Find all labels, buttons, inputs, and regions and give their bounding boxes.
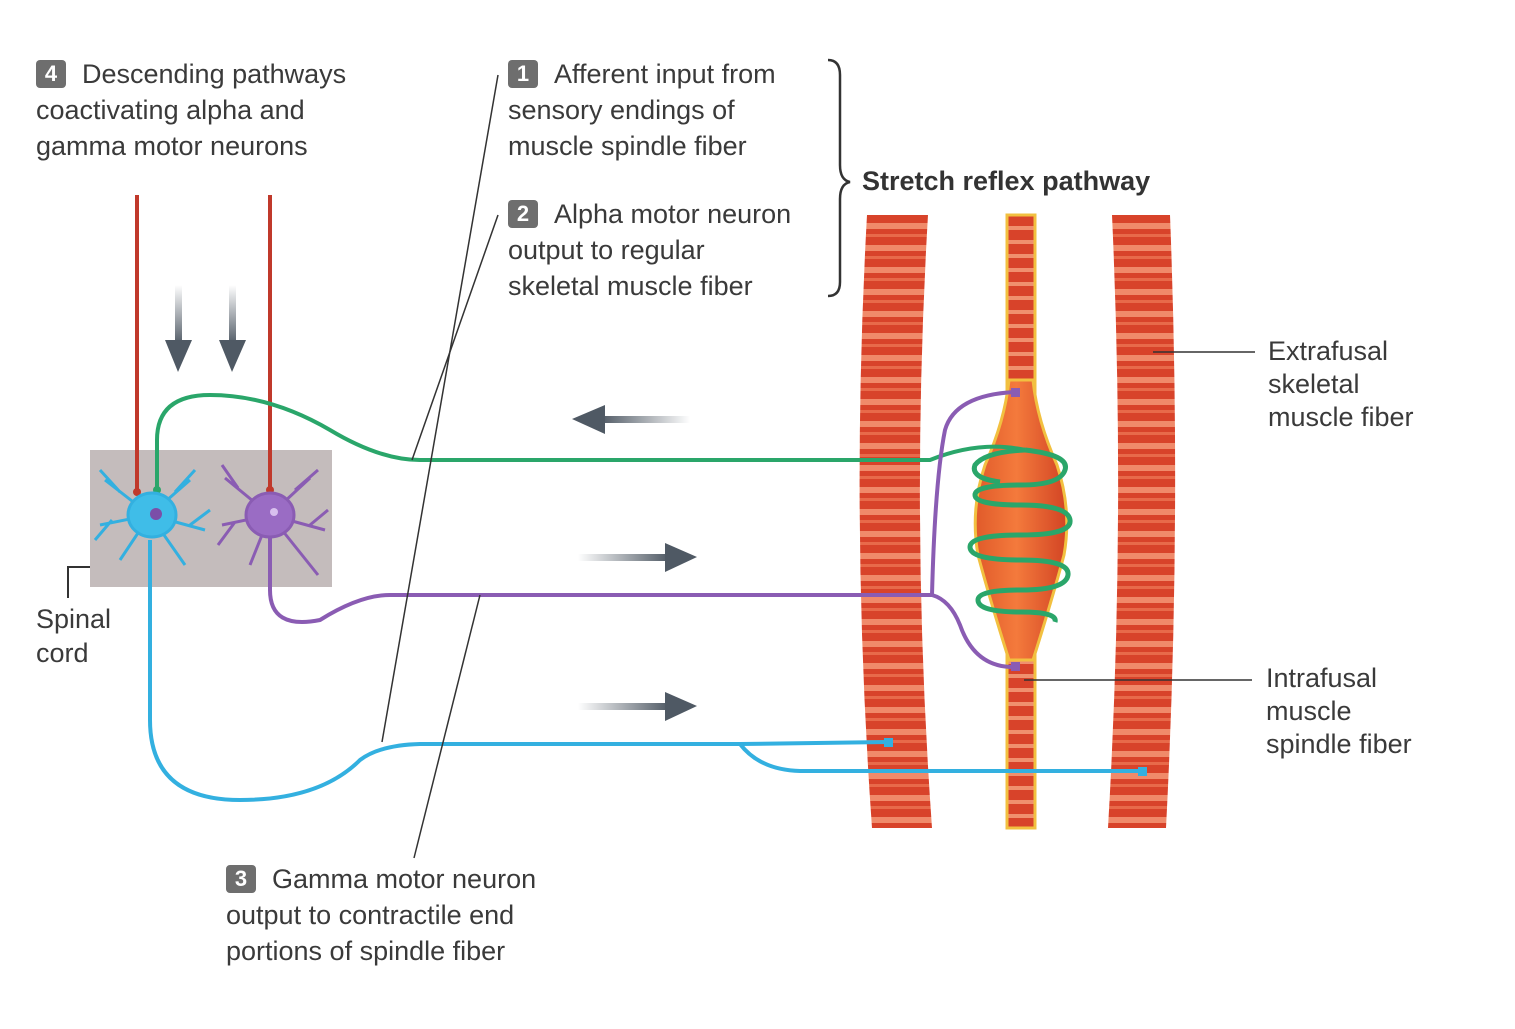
- intrafusal-line3: spindle fiber: [1266, 729, 1412, 759]
- alpha-terminal-upper: [1011, 388, 1020, 397]
- stretch-reflex-title: Stretch reflex pathway: [862, 166, 1151, 196]
- intrafusal-line1: Intrafusal: [1266, 663, 1378, 693]
- step4-line3: gamma motor neurons: [36, 131, 308, 161]
- gamma-fiber-branch: [738, 742, 1142, 773]
- gamma-direction-arrow: [578, 692, 697, 721]
- extrafusal-line2: skeletal: [1268, 369, 1360, 399]
- spinal-cord-leader-line: [67, 566, 90, 598]
- alpha-direction-arrow: [578, 543, 697, 572]
- step2-line1: Alpha motor neuron: [554, 199, 792, 229]
- step3-label: 3 Gamma motor neuron output to contractil…: [226, 861, 536, 969]
- extrafusal-line1: Extrafusal: [1268, 336, 1389, 366]
- afferent-direction-arrow: [572, 405, 690, 434]
- intrafusal-label: Intrafusal muscle spindle fiber: [1266, 662, 1412, 761]
- descending-arrows: [165, 285, 246, 372]
- intrafusal-line2: muscle: [1266, 696, 1352, 726]
- step1-leader-line: [381, 74, 499, 743]
- step1-number: 1: [508, 60, 538, 88]
- spinal-cord-line2: cord: [36, 638, 89, 668]
- step2-number: 2: [508, 200, 538, 228]
- afferent-coil: [967, 447, 1073, 623]
- step4-line1: Descending pathways: [82, 59, 347, 89]
- step4-line2: coactivating alpha and: [36, 95, 305, 125]
- afferent-fiber: [155, 392, 1026, 490]
- step3-line2: output to contractile end: [226, 900, 515, 930]
- step2-line3: skeletal muscle fiber: [508, 271, 753, 301]
- stretch-reflex-bracket: [827, 58, 851, 298]
- gamma-motor-neuron-body: [93, 468, 211, 566]
- spinal-cord-label: Spinal cord: [36, 602, 111, 670]
- step1-line3: muscle spindle fiber: [508, 131, 747, 161]
- step3-line1: Gamma motor neuron: [272, 864, 537, 894]
- gamma-terminal-left: [884, 738, 893, 747]
- step2-line2: output to regular: [508, 235, 705, 265]
- step4-number: 4: [36, 60, 66, 88]
- step2-label: 2 Alpha motor neuron output to regular sk…: [508, 196, 791, 304]
- extrafusal-fiber-left: [859, 215, 932, 828]
- step3-number: 3: [226, 865, 256, 893]
- alpha-fiber-branch-upper: [930, 390, 1016, 596]
- step2-leader-line: [411, 214, 499, 461]
- spinal-cord-line1: Spinal: [36, 604, 112, 634]
- step1-line2: sensory endings of: [508, 95, 735, 125]
- extrafusal-fiber-right: [1108, 215, 1176, 828]
- descending-synapse-alpha: [133, 488, 141, 496]
- extrafusal-label: Extrafusal skeletal muscle fiber: [1268, 335, 1414, 434]
- gamma-terminal-right: [1138, 767, 1147, 776]
- alpha-motor-neuron-body: [216, 464, 329, 576]
- step3-line3: portions of spindle fiber: [226, 936, 506, 966]
- alpha-terminal-lower: [1011, 662, 1020, 671]
- step1-line1: Afferent input from: [554, 59, 776, 89]
- step4-label: 4 Descending pathways coactivating alpha …: [36, 56, 346, 164]
- alpha-fiber-branch-lower: [931, 593, 1016, 670]
- extrafusal-line3: muscle fiber: [1268, 402, 1414, 432]
- step3-leader-line: [413, 594, 481, 859]
- alpha-fiber: [268, 520, 932, 624]
- gamma-fiber: [148, 540, 889, 803]
